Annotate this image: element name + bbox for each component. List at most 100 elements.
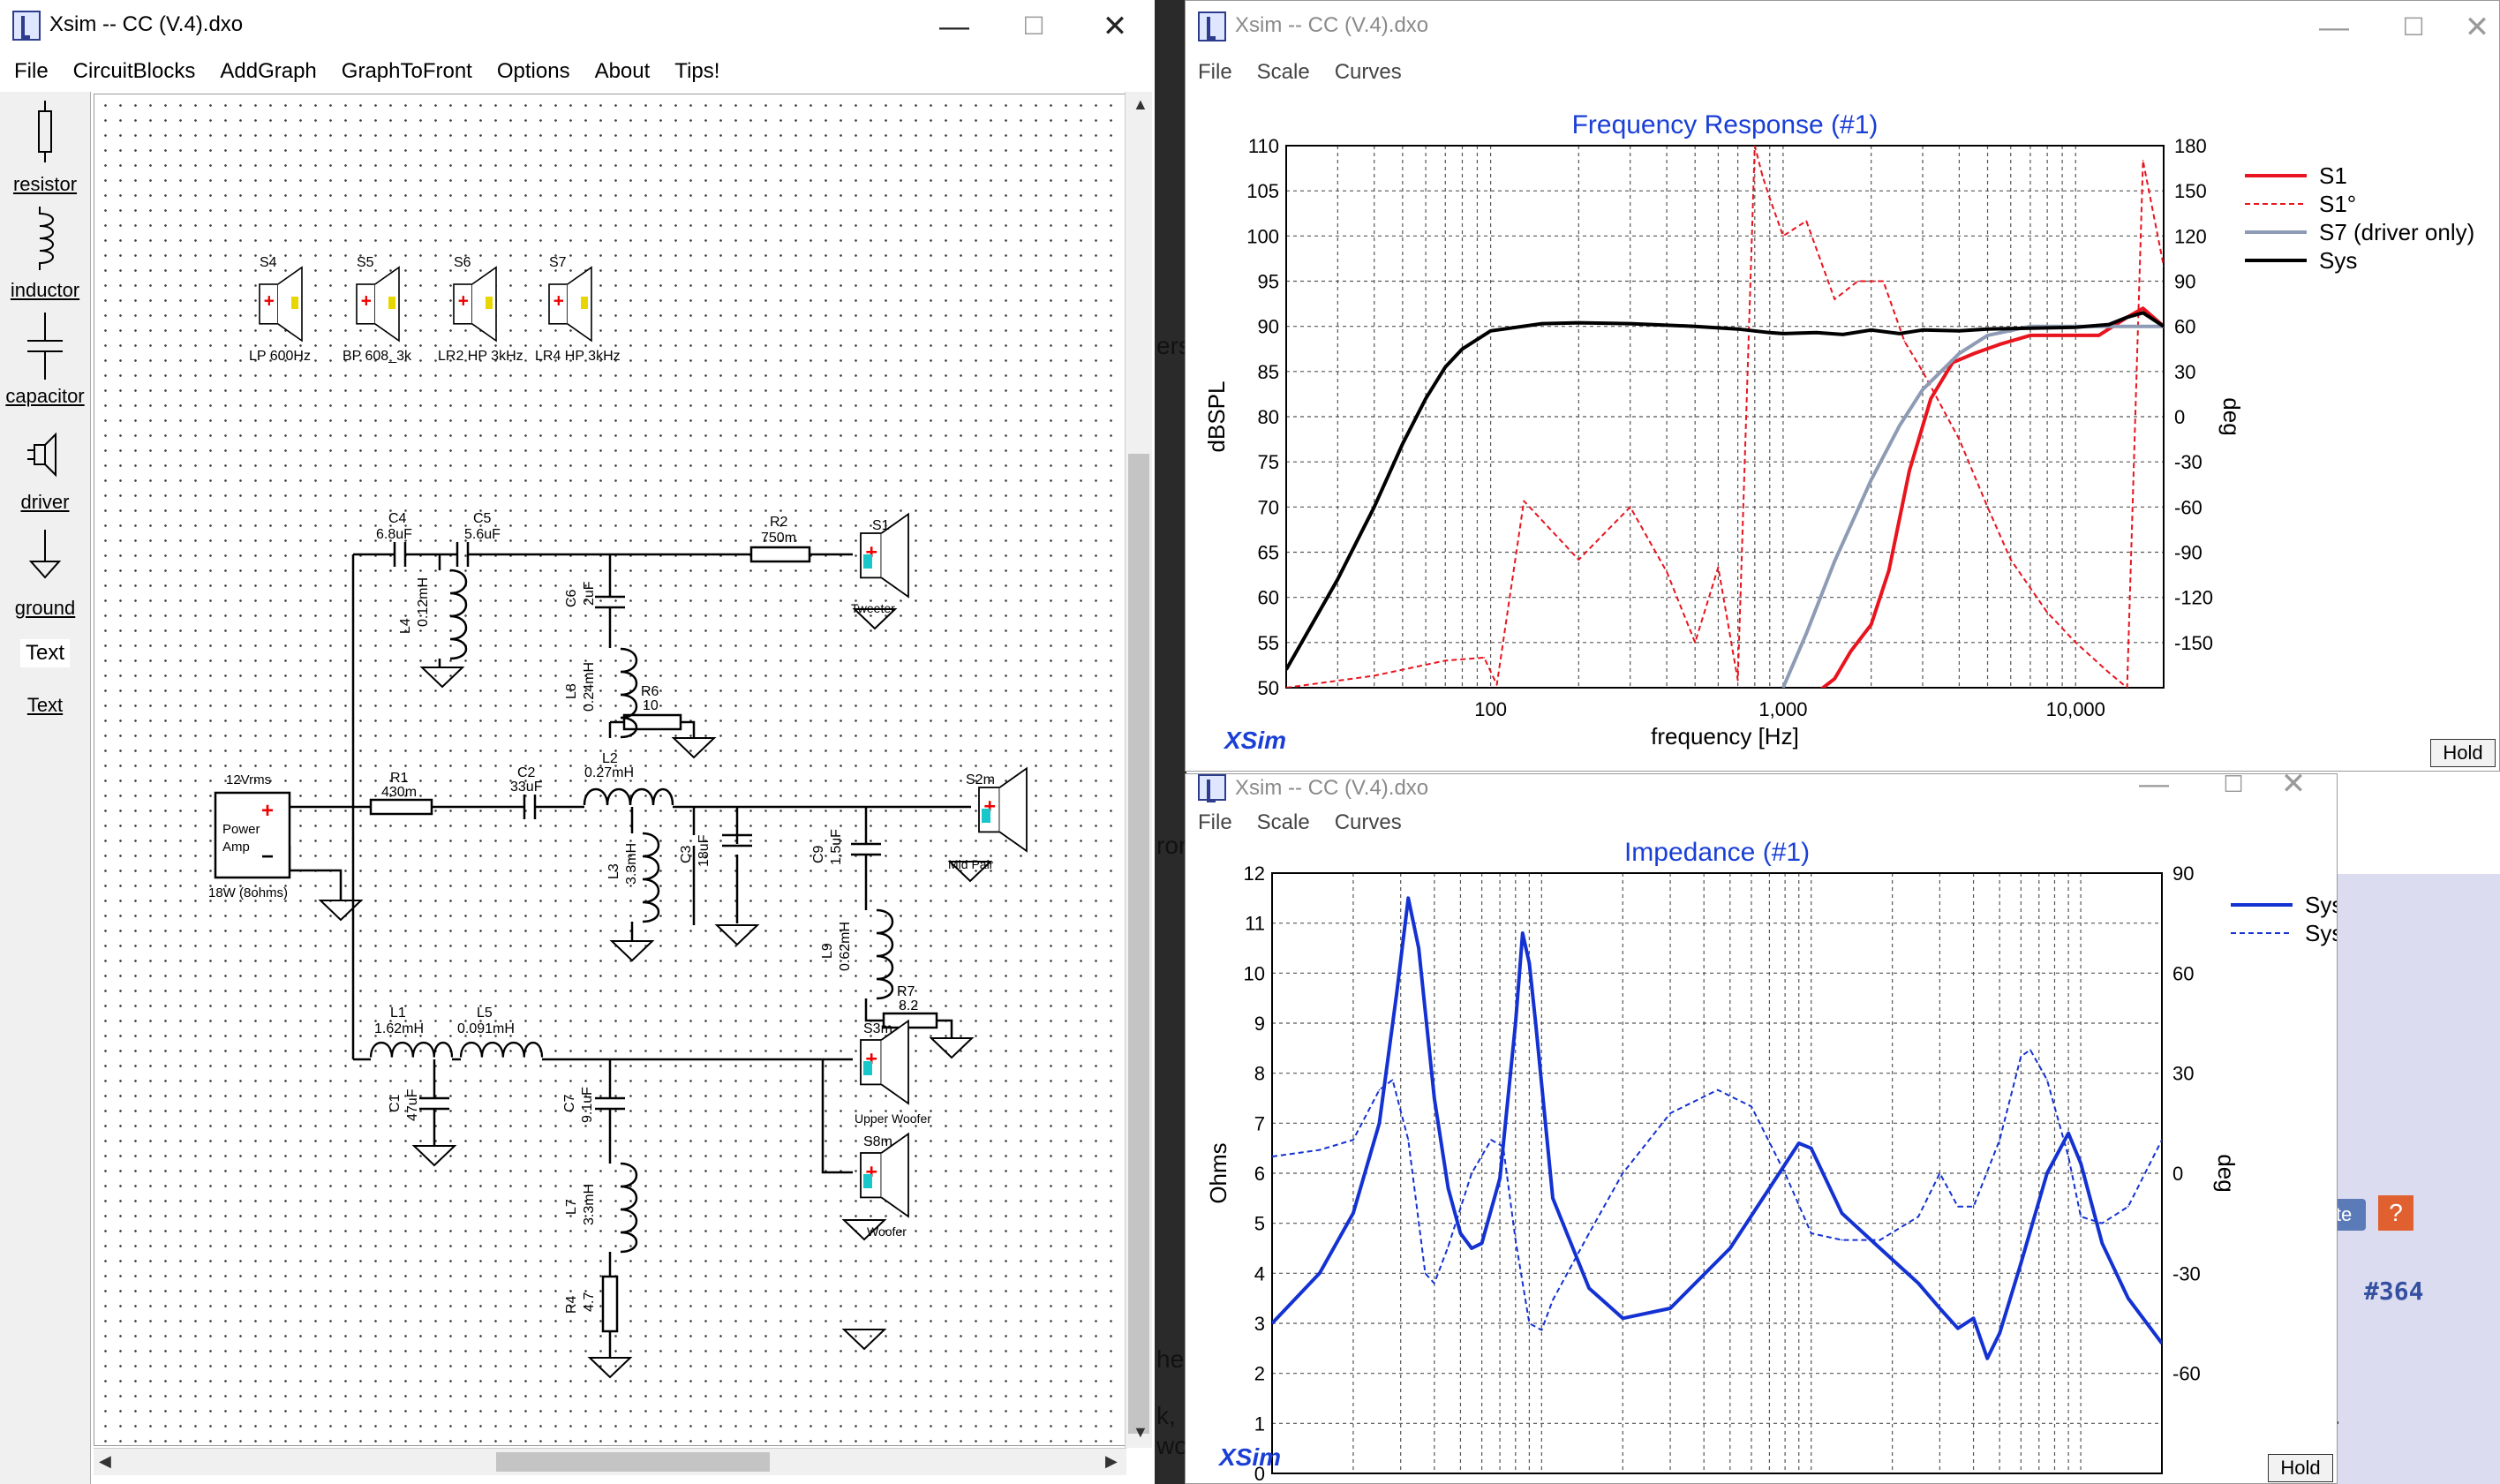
c5-value: 5.6uF — [464, 527, 501, 542]
tool-capacitor[interactable]: capacitor — [0, 313, 90, 410]
c7-ref: C7 — [562, 1094, 577, 1112]
driver-s4-label: LP 600Hz — [249, 349, 311, 364]
series-line-1 — [1272, 896, 2162, 1360]
close-icon[interactable]: ✕ — [1102, 10, 1128, 43]
impedance-chart[interactable]: 0123456789101112-60-300306090101001,0001… — [1186, 841, 2338, 1484]
ground-symbol — [843, 1329, 885, 1350]
menu-graphtofront[interactable]: GraphToFront — [341, 59, 472, 83]
vertical-scroll-thumb[interactable] — [1128, 454, 1149, 1434]
inductor-l2[interactable] — [583, 787, 674, 807]
series-point-2 — [1483, 657, 1485, 659]
svg-text:−: − — [261, 845, 274, 869]
menu-about[interactable]: About — [594, 59, 651, 83]
minimize-icon[interactable]: — — [939, 10, 969, 43]
capacitor-icon — [27, 313, 63, 380]
fr-menu-file[interactable]: File — [1198, 60, 1232, 84]
circuit-titlebar[interactable]: Xsim -- CC (V.4).dxo — ☐ ✕ — [0, 0, 1155, 53]
c4-ref: C4 — [388, 511, 407, 526]
background-post-number[interactable]: #364 — [2364, 1277, 2424, 1306]
menu-addgraph[interactable]: AddGraph — [220, 59, 317, 83]
fr-menu-curves[interactable]: Curves — [1334, 60, 1402, 84]
imp-menu-file[interactable]: File — [1198, 810, 1232, 834]
y2-tick-label: 30 — [2172, 1063, 2194, 1085]
fr-hold-button[interactable]: Hold — [2430, 739, 2496, 767]
l7-value: 3.3mH — [582, 1184, 597, 1225]
inductor-l9[interactable] — [875, 908, 894, 1000]
tool-resistor[interactable]: resistor — [0, 101, 90, 198]
imp-menu-curves[interactable]: Curves — [1334, 810, 1402, 834]
series-point-2 — [1424, 1272, 1427, 1275]
l1-ref: L1 — [390, 1006, 406, 1021]
horizontal-scroll-thumb[interactable] — [496, 1452, 770, 1472]
menu-tips[interactable]: Tips! — [674, 59, 720, 83]
series-point-4 — [1870, 329, 1872, 331]
y2-tick-label: -60 — [2174, 496, 2203, 518]
scroll-right-icon[interactable]: ▶ — [1105, 1452, 1118, 1470]
series-point-2 — [1666, 570, 1668, 573]
inductor-l1[interactable] — [369, 1041, 454, 1058]
driver-s6[interactable]: S6 LR2 HP 3kHz — [438, 255, 523, 364]
tool-ground[interactable]: ground — [0, 524, 90, 621]
series-point-1 — [1515, 1022, 1517, 1024]
series-point-4 — [2163, 325, 2164, 328]
series-point-1 — [1999, 1332, 2000, 1335]
inductor-l5[interactable] — [459, 1041, 544, 1058]
legend-label: S1° — [2319, 191, 2356, 217]
driver-s1[interactable] — [860, 513, 909, 598]
inductor-l4[interactable] — [448, 569, 468, 660]
maximize-icon[interactable]: ☐ — [1022, 12, 1045, 40]
series-point-2 — [1629, 506, 1631, 508]
r4-ref: R4 — [564, 1295, 579, 1314]
series-point-2 — [1805, 220, 1807, 222]
driver-s2m[interactable] — [978, 767, 1028, 852]
background-help-icon[interactable]: ? — [2378, 1195, 2413, 1231]
tool-inductor[interactable]: inductor — [0, 207, 90, 304]
driver-s5[interactable]: S5 BP 608_3k — [343, 255, 412, 364]
fr-titlebar[interactable]: Xsim -- CC (V.4).dxo — ☐ ✕ — [1186, 1, 2499, 54]
series-point-1 — [1319, 1272, 1321, 1275]
series-point-2 — [1502, 1146, 1504, 1148]
scroll-up-icon[interactable]: ▲ — [1133, 95, 1148, 113]
driver-s3m[interactable] — [860, 1020, 909, 1104]
imp-menu-scale[interactable]: Scale — [1256, 810, 1310, 834]
imp-close-icon[interactable]: ✕ — [2280, 773, 2307, 801]
horizontal-scrollbar[interactable]: ◀ ▶ — [94, 1448, 1126, 1475]
y2-tick-label: 180 — [2174, 135, 2207, 157]
driver-s4[interactable]: S4 LP 600Hz — [249, 255, 311, 364]
frequency-response-chart[interactable]: 50556065707580859095100105110-150-120-90… — [1186, 91, 2500, 772]
fr-maximize-icon[interactable]: ☐ — [2402, 13, 2425, 41]
s3-label: Upper Woofer — [855, 1111, 931, 1126]
menu-circuitblocks[interactable]: CircuitBlocks — [72, 59, 196, 83]
fr-minimize-icon[interactable]: — — [2319, 11, 2349, 44]
power-amp[interactable]: + − Power Amp 12Vrms 18W (8ohms) — [208, 772, 291, 900]
tool-text-box[interactable]: Text — [0, 639, 90, 683]
series-point-2 — [2101, 1222, 2104, 1224]
fr-close-icon[interactable]: ✕ — [2464, 11, 2490, 44]
tool-text[interactable]: Text — [0, 694, 90, 738]
series-point-1 — [1986, 1357, 1988, 1360]
tool-driver[interactable]: driver — [0, 418, 90, 516]
menu-options[interactable]: Options — [496, 59, 570, 83]
background-sidebar-strip — [1155, 0, 1186, 1484]
menu-file[interactable]: File — [14, 59, 49, 83]
inductor-l3[interactable] — [641, 832, 660, 923]
imp-maximize-icon[interactable]: ☐ — [2223, 773, 2244, 797]
vertical-scrollbar[interactable]: ▲ ▼ — [1125, 92, 1152, 1448]
scroll-left-icon[interactable]: ◀ — [99, 1452, 111, 1470]
series-point-4 — [1958, 330, 1961, 332]
series-point-2 — [1540, 1329, 1543, 1331]
series-point-4 — [1461, 348, 1464, 350]
scroll-down-icon[interactable]: ▼ — [1133, 1423, 1148, 1441]
imp-minimize-icon[interactable]: — — [2139, 773, 2169, 801]
r2-value: 750m — [761, 531, 796, 546]
r7-ref: R7 — [897, 984, 915, 999]
series-line-2 — [1272, 1049, 2162, 1331]
imp-titlebar[interactable]: Xsim -- CC (V.4).dxo — ☐ ✕ — [1186, 774, 2337, 804]
imp-hold-button[interactable]: Hold — [2268, 1454, 2333, 1482]
fr-menu-scale[interactable]: Scale — [1256, 60, 1310, 84]
schematic-canvas[interactable] — [94, 94, 1128, 1446]
inductor-l7[interactable] — [619, 1162, 638, 1254]
driver-s8m[interactable] — [860, 1133, 909, 1217]
series-point-2 — [1958, 438, 1961, 441]
driver-s7[interactable]: S7 LR4 HP 3kHz — [535, 255, 621, 364]
